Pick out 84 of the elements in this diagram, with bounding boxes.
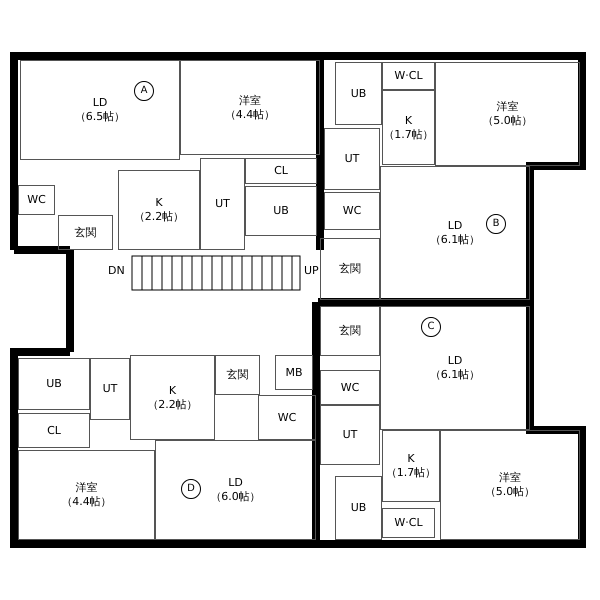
room-name: 玄関 (74, 226, 96, 240)
room-name: CL (47, 424, 61, 438)
room-name: 玄関 (339, 262, 361, 276)
unit-letter: A (134, 81, 154, 101)
room (320, 405, 380, 465)
room-name: K (168, 384, 176, 398)
room-name: WC (340, 380, 360, 394)
room-name: W·CL (394, 516, 423, 530)
room (324, 192, 380, 230)
room-area: （2.2帖） (134, 210, 184, 224)
room-area: （4.4帖） (61, 495, 112, 509)
room (245, 186, 317, 236)
room (18, 358, 90, 410)
room-area: （1.7帖） (383, 128, 434, 142)
room (245, 158, 317, 184)
room-area: （2.2帖） (147, 398, 198, 412)
unit-letter: B (486, 214, 506, 234)
room-area: （6.0帖） (210, 490, 261, 504)
room-area: （5.0帖） (484, 485, 536, 499)
room-name: UB (350, 501, 366, 515)
room (382, 508, 435, 538)
room-name: 洋室 (239, 94, 261, 108)
room-name: MB (285, 366, 303, 380)
room (382, 62, 435, 90)
room (320, 306, 380, 356)
room (382, 430, 440, 502)
room (275, 355, 313, 390)
room-name: UT (344, 152, 360, 166)
room-area: （5.0帖） (482, 114, 533, 128)
room-name: 洋室 (76, 481, 98, 495)
room-name: UB (273, 204, 289, 218)
room (440, 430, 580, 540)
stair-direction-label: UP (304, 264, 319, 277)
room-name: LD (448, 354, 462, 368)
room-area: （6.1帖） (430, 233, 480, 247)
room (180, 60, 320, 155)
room (380, 306, 530, 430)
room-name: WC (278, 410, 296, 424)
room (320, 370, 380, 405)
room-name: LD (448, 219, 462, 233)
room (258, 395, 316, 440)
room (380, 166, 530, 300)
room-name: 洋室 (499, 471, 521, 485)
room (382, 90, 435, 165)
unit-letter: D (181, 479, 201, 499)
room-name: 玄関 (226, 368, 248, 382)
room-area: （1.7帖） (386, 466, 436, 480)
room-area: （4.4帖） (224, 108, 276, 122)
room (20, 60, 180, 160)
room (118, 170, 200, 250)
room-name: LD (228, 476, 243, 490)
room-name: CL (274, 164, 288, 178)
room-name: UT (102, 382, 118, 396)
room (215, 355, 260, 395)
room-name: UB (46, 377, 62, 391)
room-name: K (155, 196, 163, 210)
room-name: W·CL (394, 69, 423, 83)
room (18, 185, 55, 215)
room (320, 238, 380, 300)
room (335, 476, 382, 540)
room-name: 洋室 (496, 100, 518, 114)
room-name: LD (92, 96, 108, 110)
room (18, 450, 155, 540)
room-name: UT (215, 197, 230, 211)
room (58, 215, 113, 250)
room-name: 玄関 (339, 324, 361, 338)
room (130, 355, 215, 440)
room-area: （6.1帖） (430, 368, 480, 382)
room-name: K (404, 114, 412, 128)
room-name: UB (350, 86, 366, 100)
room (324, 128, 380, 190)
room-name: UT (342, 428, 358, 442)
room (155, 440, 316, 540)
unit-letter: C (421, 317, 441, 337)
room-name: K (407, 452, 415, 466)
room (18, 413, 90, 448)
room (200, 158, 245, 250)
room-name: WC (27, 193, 46, 207)
room-name: WC (342, 204, 362, 218)
room-area: （6.5帖） (74, 110, 126, 124)
stair-direction-label: DN (108, 264, 125, 277)
room (435, 62, 580, 166)
room (335, 62, 382, 125)
room (90, 358, 130, 420)
